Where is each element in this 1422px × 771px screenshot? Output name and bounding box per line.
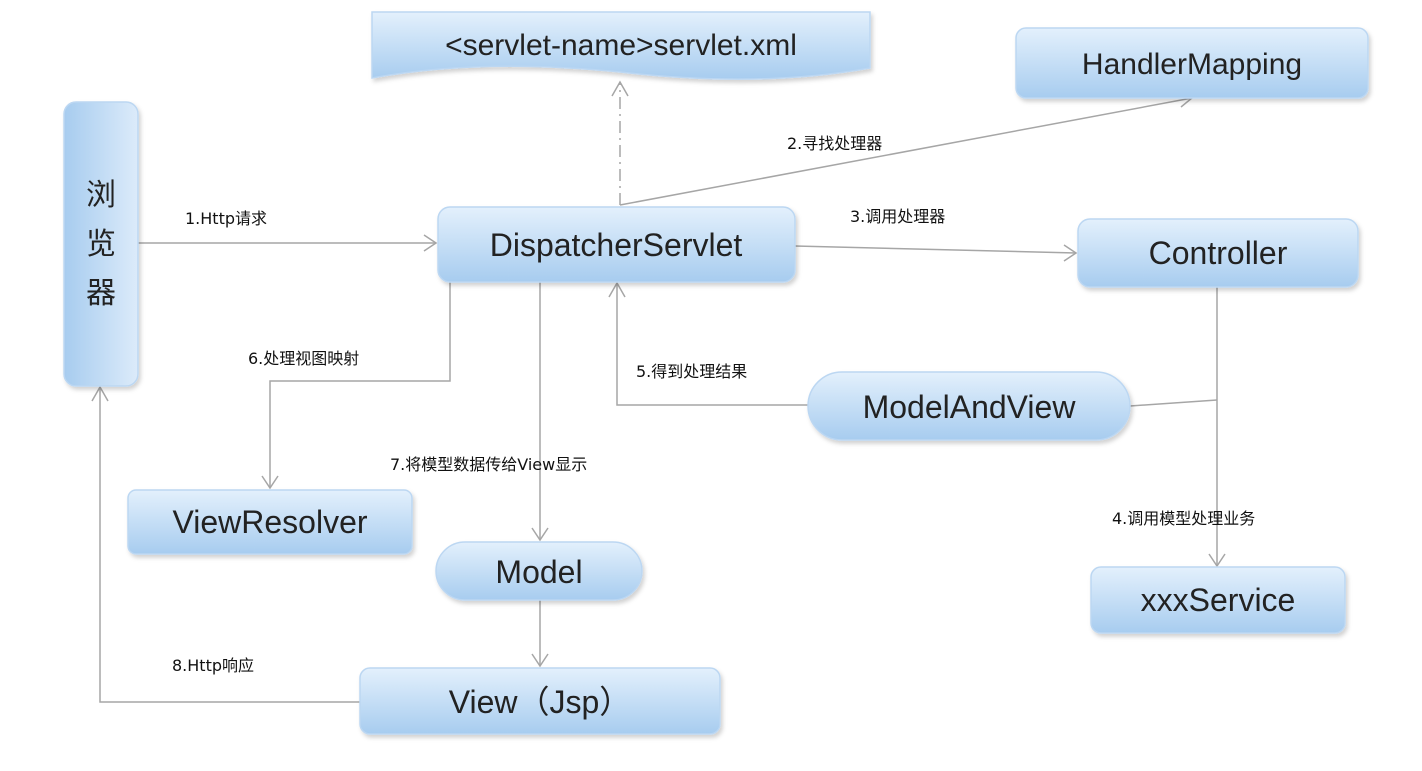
servlet-xml-label: <servlet-name>servlet.xml (445, 29, 797, 62)
node-view-resolver (127, 489, 413, 555)
edge-call-handler (794, 244, 1078, 262)
node-dispatcher-servlet (437, 206, 796, 283)
edge-http-response (91, 385, 360, 703)
edge-http-request (138, 234, 438, 252)
handler-mapping-label: HandlerMapping (1082, 48, 1302, 81)
model-and-view-label: ModelAndView (863, 389, 1077, 425)
edge-find-handler (619, 91, 1194, 206)
browser-label-char-3: 器 (86, 276, 116, 311)
edge-label-get-result: 5.得到处理结果 (636, 362, 747, 381)
edge-label-call-handler: 3.调用处理器 (850, 207, 945, 226)
edge-label-call-model: 4.调用模型处理业务 (1112, 509, 1255, 528)
edge-label-pass-model: 7.将模型数据传给View显示 (390, 455, 587, 474)
node-browser (63, 101, 139, 387)
edge-get-result (608, 281, 808, 406)
dispatcher-label: DispatcherServlet (490, 227, 743, 263)
node-servlet-xml (371, 11, 871, 80)
node-handler-mapping (1015, 27, 1369, 99)
model-label: Model (495, 554, 582, 590)
controller-label: Controller (1149, 235, 1288, 271)
edge-label-http-request: 1.Http请求 (185, 209, 267, 228)
edge-label-http-response: 8.Http响应 (172, 656, 254, 675)
node-xxx-service (1090, 566, 1346, 634)
edges (91, 80, 1226, 703)
view-resolver-label: ViewResolver (172, 504, 367, 540)
view-label: View（Jsp） (449, 684, 632, 720)
node-controller (1077, 218, 1359, 288)
edge-label-find-handler: 2.寻找处理器 (787, 134, 882, 153)
node-view (359, 667, 721, 735)
edge-view-mapping (261, 282, 451, 490)
edge-pass-model (531, 282, 549, 542)
node-labels: 浏 览 器 <servlet-name>servlet.xml HandlerM… (86, 29, 1302, 720)
edge-config-load (611, 80, 629, 205)
node-model-and-view (807, 371, 1131, 441)
browser-label-char-1: 浏 (86, 178, 116, 213)
edge-model-to-view (531, 600, 549, 668)
edge-labels: 1.Http请求 2.寻找处理器 3.调用处理器 4.调用模型处理业务 5.得到… (172, 134, 1255, 675)
xxx-service-label: xxxService (1141, 582, 1296, 618)
edge-call-model (1208, 287, 1226, 568)
edge-label-view-mapping: 6.处理视图映射 (248, 349, 359, 368)
node-model (435, 541, 643, 601)
browser-label-char-2: 览 (86, 227, 116, 262)
edge-return-mav (1129, 399, 1218, 407)
nodes (63, 11, 1369, 735)
